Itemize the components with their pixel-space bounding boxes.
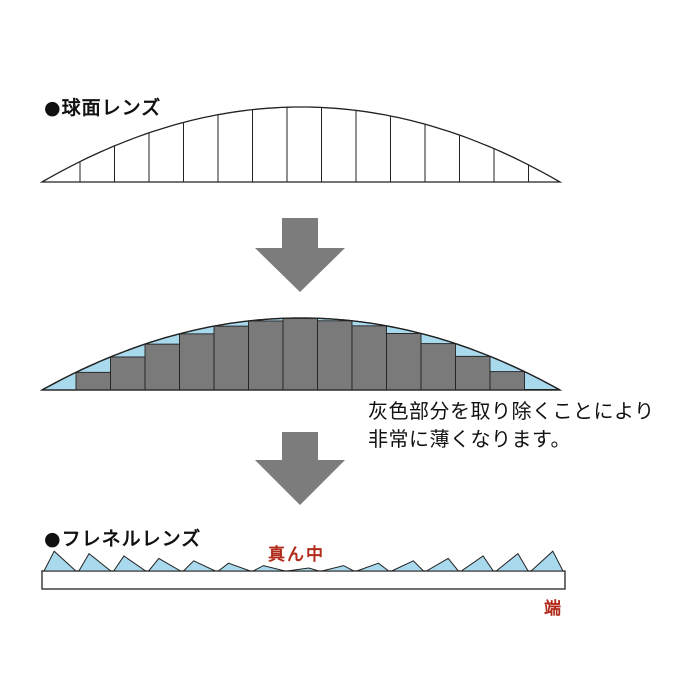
- fresnel-lens-figure: [41, 550, 566, 590]
- removed-gray-block: [420, 343, 456, 391]
- removed-gray-block: [282, 317, 318, 391]
- removed-gray-block: [351, 325, 387, 391]
- lens-curve: [41, 317, 561, 391]
- fresnel-ridge: [356, 562, 391, 572]
- center-label: 真ん中: [268, 545, 325, 565]
- fresnel-ridge: [77, 552, 113, 572]
- fresnel-ridge: [147, 557, 183, 572]
- fresnel-ridge: [252, 565, 286, 572]
- fresnel-lens-heading: ●フレネルレンズ: [44, 528, 202, 550]
- spherical-lens-with-removed-parts: [39, 317, 563, 391]
- fresnel-ridge: [43, 550, 78, 572]
- spherical-lens-outline: [39, 106, 563, 183]
- fresnel-ridge: [286, 567, 320, 572]
- spherical-lens-heading: ●球面レンズ: [44, 97, 162, 119]
- edge-label: 端: [544, 599, 563, 619]
- fresnel-base-plate: [41, 570, 566, 590]
- removed-gray-block: [75, 371, 111, 391]
- removed-gray-block: [317, 320, 353, 391]
- removed-gray-block: [386, 333, 422, 391]
- down-arrow-1: [255, 218, 345, 292]
- fresnel-ridge: [494, 552, 530, 572]
- removed-gray-block: [213, 325, 249, 391]
- fresnel-ridge: [459, 555, 495, 572]
- removed-gray-block: [110, 356, 146, 391]
- explanation-line-1: 灰色部分を取り除くことにより: [368, 399, 655, 423]
- fresnel-ridge: [216, 562, 251, 572]
- fresnel-ridge: [321, 565, 355, 572]
- removed-gray-block: [455, 355, 491, 391]
- fresnel-ridge: [182, 560, 216, 572]
- fresnel-ridge: [424, 557, 460, 572]
- down-arrow-2: [255, 432, 345, 505]
- fresnel-ridge: [529, 550, 564, 572]
- spherical-lens-figure: [39, 106, 563, 183]
- removed-gray-block: [179, 333, 215, 391]
- removed-gray-block: [489, 371, 525, 391]
- removed-gray-block: [248, 320, 284, 391]
- explanation-line-2: 非常に薄くなります。: [368, 427, 571, 451]
- removed-gray-block: [144, 343, 180, 391]
- fresnel-ridge: [112, 555, 148, 572]
- fresnel-ridge: [391, 560, 425, 572]
